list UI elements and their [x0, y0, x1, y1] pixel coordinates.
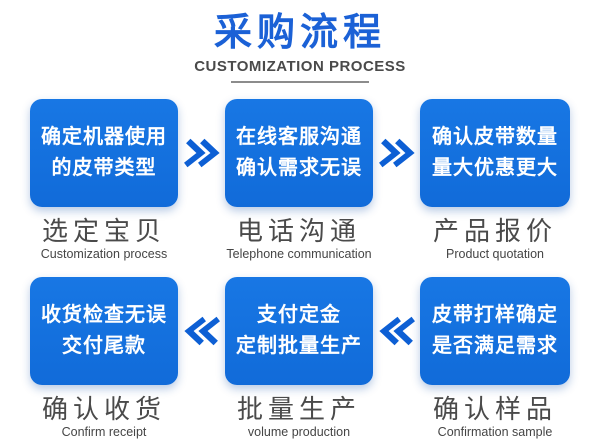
step-box-line: 确认皮带数量 — [432, 126, 558, 148]
step-select-product: 确定机器使用 的皮带类型 选定宝贝 Customization process — [30, 99, 178, 262]
step-box-line: 的皮带类型 — [51, 157, 157, 179]
step-box-line: 收货检查无误 — [41, 304, 167, 326]
step-confirm-sample: 皮带打样确定 是否满足需求 确认样品 Confirmation sample — [420, 277, 570, 440]
step-box-line: 是否满足需求 — [432, 335, 558, 357]
step-box-line: 确认需求无误 — [236, 157, 362, 179]
double-chevron-right-icon — [373, 99, 420, 207]
step-box-confirm-receipt: 收货检查无误 交付尾款 — [30, 277, 178, 385]
page-title: 采购流程 — [213, 12, 386, 54]
step-online-communication: 在线客服沟通 确认需求无误 电话沟通 Telephone communicati… — [225, 99, 373, 262]
title-underline — [231, 81, 369, 83]
step-box-line: 支付定金 — [257, 304, 341, 326]
step-product-quotation: 确认皮带数量 量大优惠更大 产品报价 Product quotation — [420, 99, 570, 262]
step-box-line: 量大优惠更大 — [432, 157, 558, 179]
double-chevron-left-icon — [178, 277, 225, 385]
step-label: 确认收货 — [41, 394, 166, 424]
step-caption: Product quotation — [446, 247, 544, 261]
step-box-online-communication: 在线客服沟通 确认需求无误 — [225, 99, 373, 207]
step-caption: Telephone communication — [226, 247, 372, 261]
step-box-confirm-sample: 皮带打样确定 是否满足需求 — [420, 277, 570, 385]
page-subtitle: CUSTOMIZATION PROCESS — [194, 58, 406, 75]
step-caption: volume production — [247, 425, 351, 439]
flow-row-bottom: 收货检查无误 交付尾款 确认收货 Confirm receipt 支付定金 定制… — [0, 277, 600, 440]
step-label: 确认样品 — [432, 394, 557, 424]
step-label: 产品报价 — [432, 216, 557, 246]
step-box-line: 确定机器使用 — [41, 126, 167, 148]
step-box-line: 定制批量生产 — [236, 335, 362, 357]
step-confirm-receipt: 收货检查无误 交付尾款 确认收货 Confirm receipt — [30, 277, 178, 440]
step-box-product-quotation: 确认皮带数量 量大优惠更大 — [420, 99, 570, 207]
step-box-line: 在线客服沟通 — [236, 126, 362, 148]
step-label: 选定宝贝 — [41, 216, 166, 246]
header: 采购流程 CUSTOMIZATION PROCESS — [0, 0, 600, 83]
step-box-volume-production: 支付定金 定制批量生产 — [225, 277, 373, 385]
step-label: 批量生产 — [236, 394, 361, 424]
step-box-select-product: 确定机器使用 的皮带类型 — [30, 99, 178, 207]
step-box-line: 皮带打样确定 — [432, 304, 558, 326]
step-caption: Confirm receipt — [61, 425, 147, 439]
step-caption: Confirmation sample — [437, 425, 553, 439]
step-volume-production: 支付定金 定制批量生产 批量生产 volume production — [225, 277, 373, 440]
step-box-line: 交付尾款 — [62, 335, 146, 357]
double-chevron-right-icon — [178, 99, 225, 207]
double-chevron-left-icon — [373, 277, 420, 385]
step-caption: Customization process — [40, 247, 168, 261]
flow-row-top: 确定机器使用 的皮带类型 选定宝贝 Customization process … — [0, 99, 600, 262]
step-label: 电话沟通 — [236, 216, 361, 246]
